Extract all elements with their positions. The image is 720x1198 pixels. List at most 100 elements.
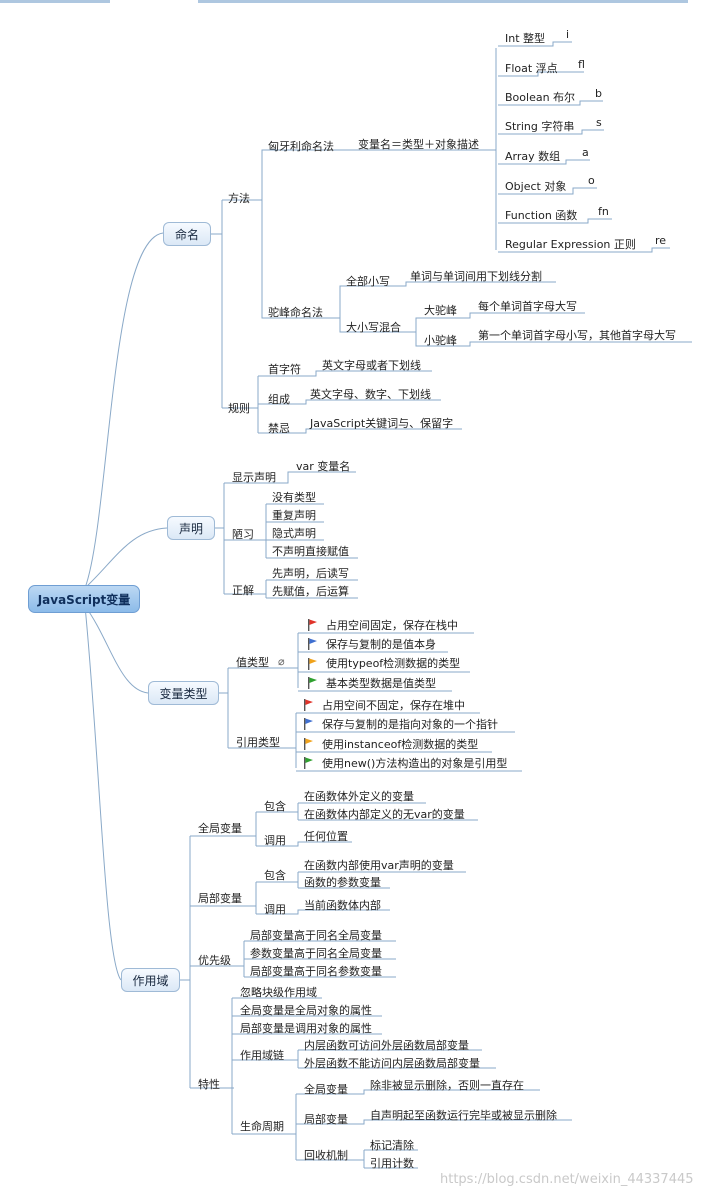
upper-camel-desc: 每个单词首字母大写 [478,300,577,313]
lc-local-desc: 自声明起至函数运行完毕或被显示删除 [370,1109,557,1122]
green-flag-icon [308,677,317,689]
bad-label: 陋习 [232,528,254,541]
type-abbr: o [588,174,595,187]
scope-chain-label: 作用域链 [240,1049,284,1062]
local-contain-item: 在函数内部使用var声明的变量 [304,859,454,872]
gc-label: 回收机制 [304,1149,348,1162]
type-abbr: s [596,116,602,129]
top-border-right [198,0,688,3]
upper-camel-label: 大驼峰 [424,304,457,317]
explicit-desc: var 变量名 [296,460,351,473]
flag-shape [309,638,317,644]
global-contain-item: 在函数体内部定义的无var的变量 [304,808,465,821]
ref-item: 保存与复制的是指向对象的一个指针 [322,718,498,731]
value-item: 使用typeof检测数据的类型 [326,657,461,670]
type-abbr: a [582,146,589,159]
red-flag-icon [308,619,317,631]
local-var-label: 局部变量 [198,892,242,905]
feature-item: 局部变量是调用对象的属性 [240,1022,372,1035]
local-contain-item: 函数的参数变量 [304,876,381,889]
orange-flag-icon [308,658,317,670]
forbid-label: 禁忌 [268,422,290,435]
lc-global-desc: 除非被显示删除，否则一直存在 [370,1079,524,1092]
ref-item: 使用instanceof检测数据的类型 [322,738,479,751]
global-call-desc: 任何位置 [304,830,348,843]
type-abbr: fn [598,205,609,218]
flag-shape [305,757,313,763]
rules-label: 规则 [228,402,250,415]
flag-shape [305,699,313,705]
feature-item: 全局变量是全局对象的属性 [240,1004,372,1017]
call-label: 调用 [264,903,286,916]
priority-item: 参数变量高于同名全局变量 [250,947,382,960]
naming-node[interactable]: 命名 [163,222,211,246]
value-item: 基本类型数据是值类型 [326,677,436,690]
forbid-desc: JavaScript关键词与、保留字 [310,417,454,430]
good-item: 先声明，后读写 [272,567,349,580]
type-abbr: fl [578,58,585,71]
root-node[interactable]: JavaScript变量 [28,585,140,613]
type-name: Regular Expression 正则 [505,238,636,251]
flag-shape [305,718,313,724]
type-name: Array 数组 [505,150,561,163]
type-name: Float 浮点 [505,62,558,75]
type-abbr: re [655,234,667,247]
lowercase-desc: 单词与单词间用下划线分割 [410,270,542,283]
bad-item: 重复声明 [272,509,316,522]
bad-item: 不声明直接赋值 [272,545,349,558]
lifecycle-label: 生命周期 [240,1120,284,1133]
camel-label: 驼峰命名法 [268,306,323,319]
blue-flag-icon [304,718,313,730]
type-abbr: b [595,87,602,100]
scope-node[interactable]: 作用域 [121,968,180,992]
watermark-text: https://blog.csdn.net/weixin_44337445 [440,1172,694,1187]
declare-node[interactable]: 声明 [167,516,215,540]
value-type-label: 值类型 [236,656,269,669]
red-flag-icon [304,699,313,711]
type-name: Object 对象 [505,180,567,193]
bad-item: 没有类型 [272,491,316,504]
call-label: 调用 [264,834,286,847]
gc-item: 引用计数 [370,1157,414,1170]
flag-shape [309,677,317,683]
compose-desc: 英文字母、数字、下划线 [310,388,431,401]
chain-item: 外层函数不能访问内层函数局部变量 [304,1057,480,1070]
type-name: String 字符串 [505,120,575,133]
good-label: 正解 [232,584,254,597]
ref-item: 使用new()方法构造出的对象是引用型 [322,757,508,770]
mixed-label: 大小写混合 [346,321,401,334]
flag-shape [309,658,317,664]
global-var-label: 全局变量 [198,822,242,835]
lower-camel-desc: 第一个单词首字母小写，其他首字母大写 [478,329,676,342]
global-contain-item: 在函数体外定义的变量 [304,790,414,803]
priority-item: 局部变量高于同名参数变量 [250,965,382,978]
orange-flag-icon [304,738,313,750]
lower-camel-label: 小驼峰 [424,334,457,347]
first-char-desc: 英文字母或者下划线 [322,359,421,372]
explicit-label: 显示声明 [232,471,276,484]
ref-type-label: 引用类型 [236,736,280,749]
bad-item: 隐式声明 [272,527,316,540]
chain-item: 内层函数可访问外层函数局部变量 [304,1039,469,1052]
feature-item: 忽略块级作用域 [240,986,317,999]
method-label: 方法 [228,192,250,205]
compose-label: 组成 [268,393,290,406]
value-item: 保存与复制的是值本身 [326,638,436,651]
green-flag-icon [304,757,313,769]
type-name: Function 函数 [505,209,578,222]
top-border-left [0,0,110,3]
lc-local-label: 局部变量 [304,1113,348,1126]
flag-shape [309,619,317,625]
contain-label: 包含 [264,869,286,882]
var-formula-label: 变量名＝类型＋对象描述 [358,138,479,151]
value-item: 占用空间固定，保存在栈中 [326,619,458,632]
hungarian-label: 匈牙利命名法 [268,140,334,153]
gc-item: 标记清除 [370,1139,414,1152]
good-item: 先赋值，后运算 [272,585,349,598]
vtype-node[interactable]: 变量类型 [148,681,219,705]
blue-flag-icon [308,638,317,650]
lowercase-label: 全部小写 [346,275,390,288]
contain-label: 包含 [264,800,286,813]
feature-label: 特性 [198,1078,220,1091]
